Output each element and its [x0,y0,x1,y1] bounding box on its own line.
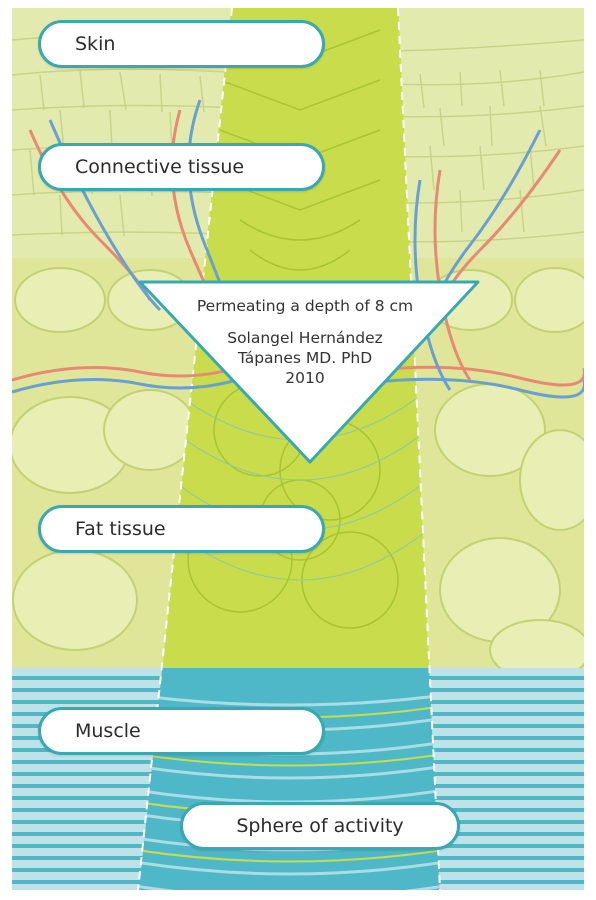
muscle-label: Muscle [38,707,325,755]
depth-callout-text: Permeating a depth of 8 cm Solangel Hern… [170,296,440,388]
skin-label: Skin [38,20,325,68]
depth-label: Permeating a depth of 8 cm [170,296,440,316]
author-line-2: Tápanes MD. PhD [170,348,440,368]
connective-tissue-label: Connective tissue [38,143,325,191]
author-line-1: Solangel Hernández [170,328,440,348]
year-label: 2010 [170,368,440,388]
fat-tissue-label: Fat tissue [38,505,325,553]
sphere-of-activity-label: Sphere of activity [180,802,460,850]
